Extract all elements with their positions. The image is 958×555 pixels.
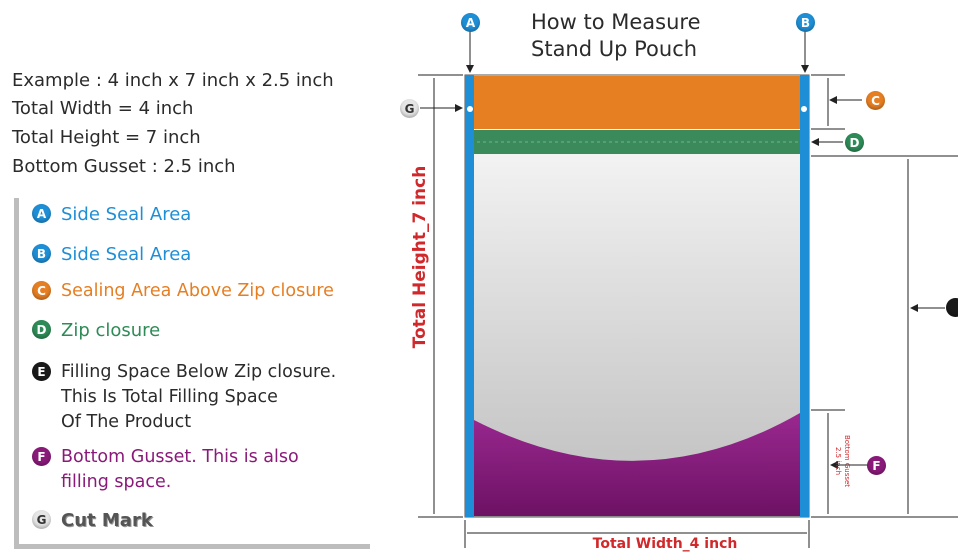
legend-item-a: A Side Seal Area (32, 202, 191, 227)
side-seal-right (800, 75, 809, 517)
cut-mark-right (801, 106, 807, 112)
zip-closure (465, 130, 809, 154)
gusset-value-text: 2.5 inch (834, 446, 842, 476)
total-height-text: Total Height_7 inch (410, 165, 430, 349)
badge-b: B (32, 244, 51, 263)
title-line-1: How to Measure (531, 10, 701, 34)
badge-g: G (32, 510, 51, 529)
legend-item-f: F Bottom Gusset. This is also filling sp… (32, 445, 299, 495)
spec-example: Example : 4 inch x 7 inch x 2.5 inch (12, 70, 334, 91)
spec-gusset: Bottom Gusset : 2.5 inch (12, 156, 236, 177)
legend-text-a: Side Seal Area (61, 204, 192, 225)
marker-b-icon: B (796, 13, 815, 32)
marker-a-icon: A (461, 13, 480, 32)
total-height-label: Total Height_7 inch (410, 157, 434, 357)
diagram-title: How to Measure Stand Up Pouch (531, 9, 701, 63)
total-width-label: Total Width_4 inch (540, 536, 790, 552)
total-width-text: Total Width_4 inch (592, 536, 738, 552)
badge-c: C (32, 281, 51, 300)
badge-e: E (32, 362, 51, 381)
legend-text-c: Sealing Area Above Zip closure (61, 281, 334, 301)
legend-item-e: E Filling Space Below Zip closure. This … (32, 360, 336, 435)
legend-item-c: C Sealing Area Above Zip closure (32, 279, 334, 304)
marker-c-icon: C (866, 91, 885, 110)
legend-bar-horizontal (14, 544, 370, 549)
marker-d-icon: D (845, 133, 864, 152)
legend-item-d: D Zip closure (32, 318, 160, 343)
bottom-gusset-area (474, 413, 800, 516)
badge-f: F (32, 447, 51, 466)
badge-d: D (32, 320, 51, 339)
legend-text-b: Side Seal Area (61, 244, 192, 265)
legend-text-e: Filling Space Below Zip closure. This Is… (61, 362, 337, 432)
marker-g-icon: G (400, 99, 419, 118)
cut-mark-left (467, 106, 473, 112)
legend-bar-vertical (14, 198, 19, 548)
marker-f-icon: F (867, 456, 886, 475)
marker-e-icon (946, 298, 958, 317)
spec-height: Total Height = 7 inch (12, 127, 201, 148)
badge-a: A (32, 204, 51, 223)
top-seal-area (474, 76, 800, 129)
bottom-gusset-text: Bottom Gusset (843, 434, 851, 488)
legend-text-d: Zip closure (61, 320, 161, 341)
legend-item-g: G Cut Mark (32, 508, 153, 533)
legend-text-g: Cut Mark (61, 510, 153, 531)
side-seal-left (465, 75, 474, 517)
legend-item-b: B Side Seal Area (32, 242, 191, 267)
legend-text-f: Bottom Gusset. This is also filling spac… (61, 447, 299, 492)
spec-width: Total Width = 4 inch (12, 98, 194, 119)
bottom-gusset-label: Bottom Gusset 2.5 inch (829, 421, 851, 501)
title-line-2: Stand Up Pouch (531, 37, 698, 61)
